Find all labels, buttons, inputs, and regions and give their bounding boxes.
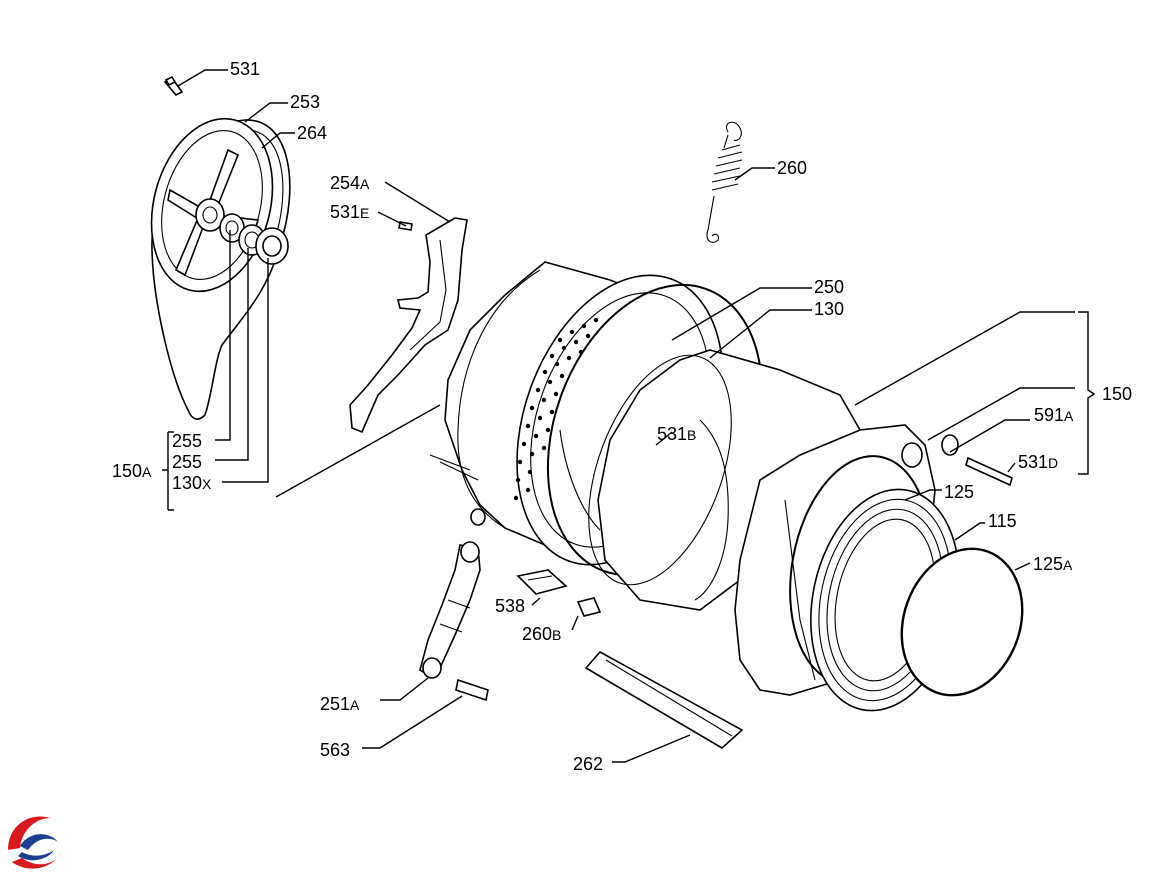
pulley-253 — [150, 117, 291, 420]
brand-swirl-logo — [4, 816, 64, 877]
callout-531: 531 — [230, 59, 260, 79]
leader-lines — [162, 69, 1096, 763]
callout-531e: 531E — [330, 202, 369, 222]
callout-264: 264 — [297, 123, 327, 143]
callout-130x: 130X — [172, 473, 212, 493]
callout-531d: 531D — [1018, 452, 1058, 472]
spring-260 — [706, 121, 743, 243]
callout-labels: 531 253 264 254A 531E 260 250 130 150 59… — [112, 59, 1132, 774]
callout-538: 538 — [495, 596, 525, 616]
front-tub-150 — [588, 349, 861, 611]
callout-262: 262 — [573, 754, 603, 774]
plate-538 — [516, 569, 568, 595]
seal-130x — [255, 227, 289, 265]
bracket-254a — [349, 217, 468, 434]
callout-591a: 591A — [1034, 405, 1074, 425]
shock-absorber-251a — [419, 541, 481, 679]
callout-130: 130 — [814, 299, 844, 319]
callout-150: 150 — [1102, 384, 1132, 404]
screw-531 — [163, 75, 184, 96]
callout-150a: 150A — [112, 461, 152, 481]
callout-260: 260 — [777, 158, 807, 178]
callout-255-a: 255 — [172, 431, 202, 451]
weight-262 — [584, 650, 744, 749]
callout-125a: 125A — [1033, 554, 1073, 574]
callout-250: 250 — [814, 277, 844, 297]
callout-253: 253 — [290, 92, 320, 112]
bolt-531d — [965, 456, 1013, 487]
callout-255-b: 255 — [172, 452, 202, 472]
clip-260b — [576, 597, 602, 617]
clamp-ring-125a — [900, 547, 1024, 697]
callout-260b: 260B — [522, 624, 561, 644]
pin-563 — [455, 678, 489, 702]
callout-115: 115 — [988, 511, 1017, 531]
callout-125: 125 — [944, 482, 974, 502]
callout-531b: 531B — [657, 424, 696, 444]
callout-251a: 251A — [320, 694, 360, 714]
callout-563: 563 — [320, 740, 350, 760]
callout-254a: 254A — [330, 173, 370, 193]
